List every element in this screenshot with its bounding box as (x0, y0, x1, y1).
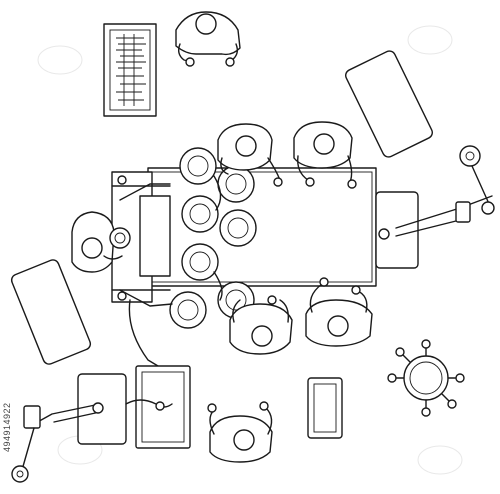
staff-bottom (207, 401, 273, 463)
surgical-light-chain (169, 147, 257, 329)
small-cabinet (307, 377, 343, 439)
instrument-board (103, 23, 157, 117)
surgeon-top-right (293, 121, 357, 189)
surgeon-bottom-right (305, 277, 373, 347)
anesthetist (71, 211, 131, 273)
side-cart-left (10, 259, 92, 365)
round-stool-table (387, 339, 465, 417)
equipment-cart-right (375, 145, 495, 269)
stock-id-label: 494914922 (2, 402, 12, 452)
side-cart-top-right (345, 50, 433, 158)
equipment-bottom-left (11, 365, 191, 483)
operating-table (147, 167, 377, 287)
anesthesia-arm (117, 175, 173, 367)
surgeon-bottom-left (229, 295, 293, 355)
surgeon-top-left (217, 123, 283, 187)
staff-top (175, 11, 241, 67)
